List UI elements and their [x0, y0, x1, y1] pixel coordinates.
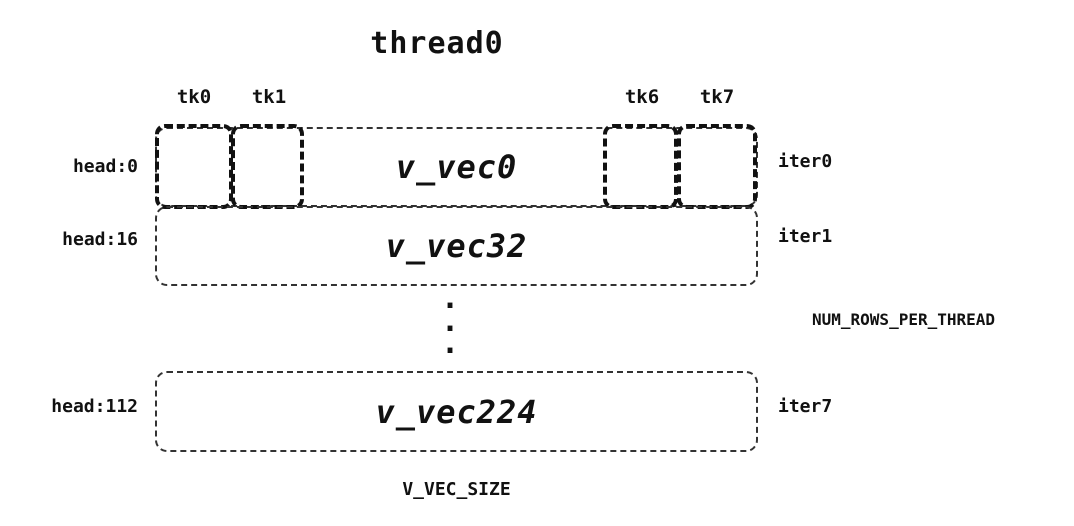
num-rows-per-thread-label: NUM_ROWS_PER_THREAD	[812, 310, 996, 329]
v-vec-size-label: V_VEC_SIZE	[402, 479, 511, 500]
vec-label-iter1: v_vec32	[385, 227, 528, 265]
vec-label-iter0: v_vec0	[395, 148, 518, 186]
tk1-box	[231, 124, 304, 209]
tk7-label: tk7	[699, 86, 735, 108]
iter-label-iter7: iter7	[778, 396, 833, 417]
diagram-title: thread0	[370, 26, 504, 61]
tk1-label: tk1	[251, 86, 287, 108]
head-label-iter7: head:112	[51, 396, 138, 417]
iter-label-iter1: iter1	[778, 226, 833, 247]
vec-row-iter7: v_vec224	[155, 371, 758, 452]
iter-label-iter0: iter0	[778, 151, 833, 172]
vertical-ellipsis: . . .	[440, 281, 460, 361]
head-label-iter1: head:16	[62, 229, 138, 250]
head-label-iter0: head:0	[72, 156, 138, 177]
tk0-label: tk0	[176, 86, 212, 108]
tk6-label: tk6	[624, 86, 660, 108]
vec-label-iter7: v_vec224	[375, 392, 538, 431]
tk6-box	[603, 124, 678, 209]
tk7-box	[677, 124, 757, 209]
tk0-box	[155, 124, 233, 209]
vec-row-iter1: v_vec32	[155, 206, 758, 286]
